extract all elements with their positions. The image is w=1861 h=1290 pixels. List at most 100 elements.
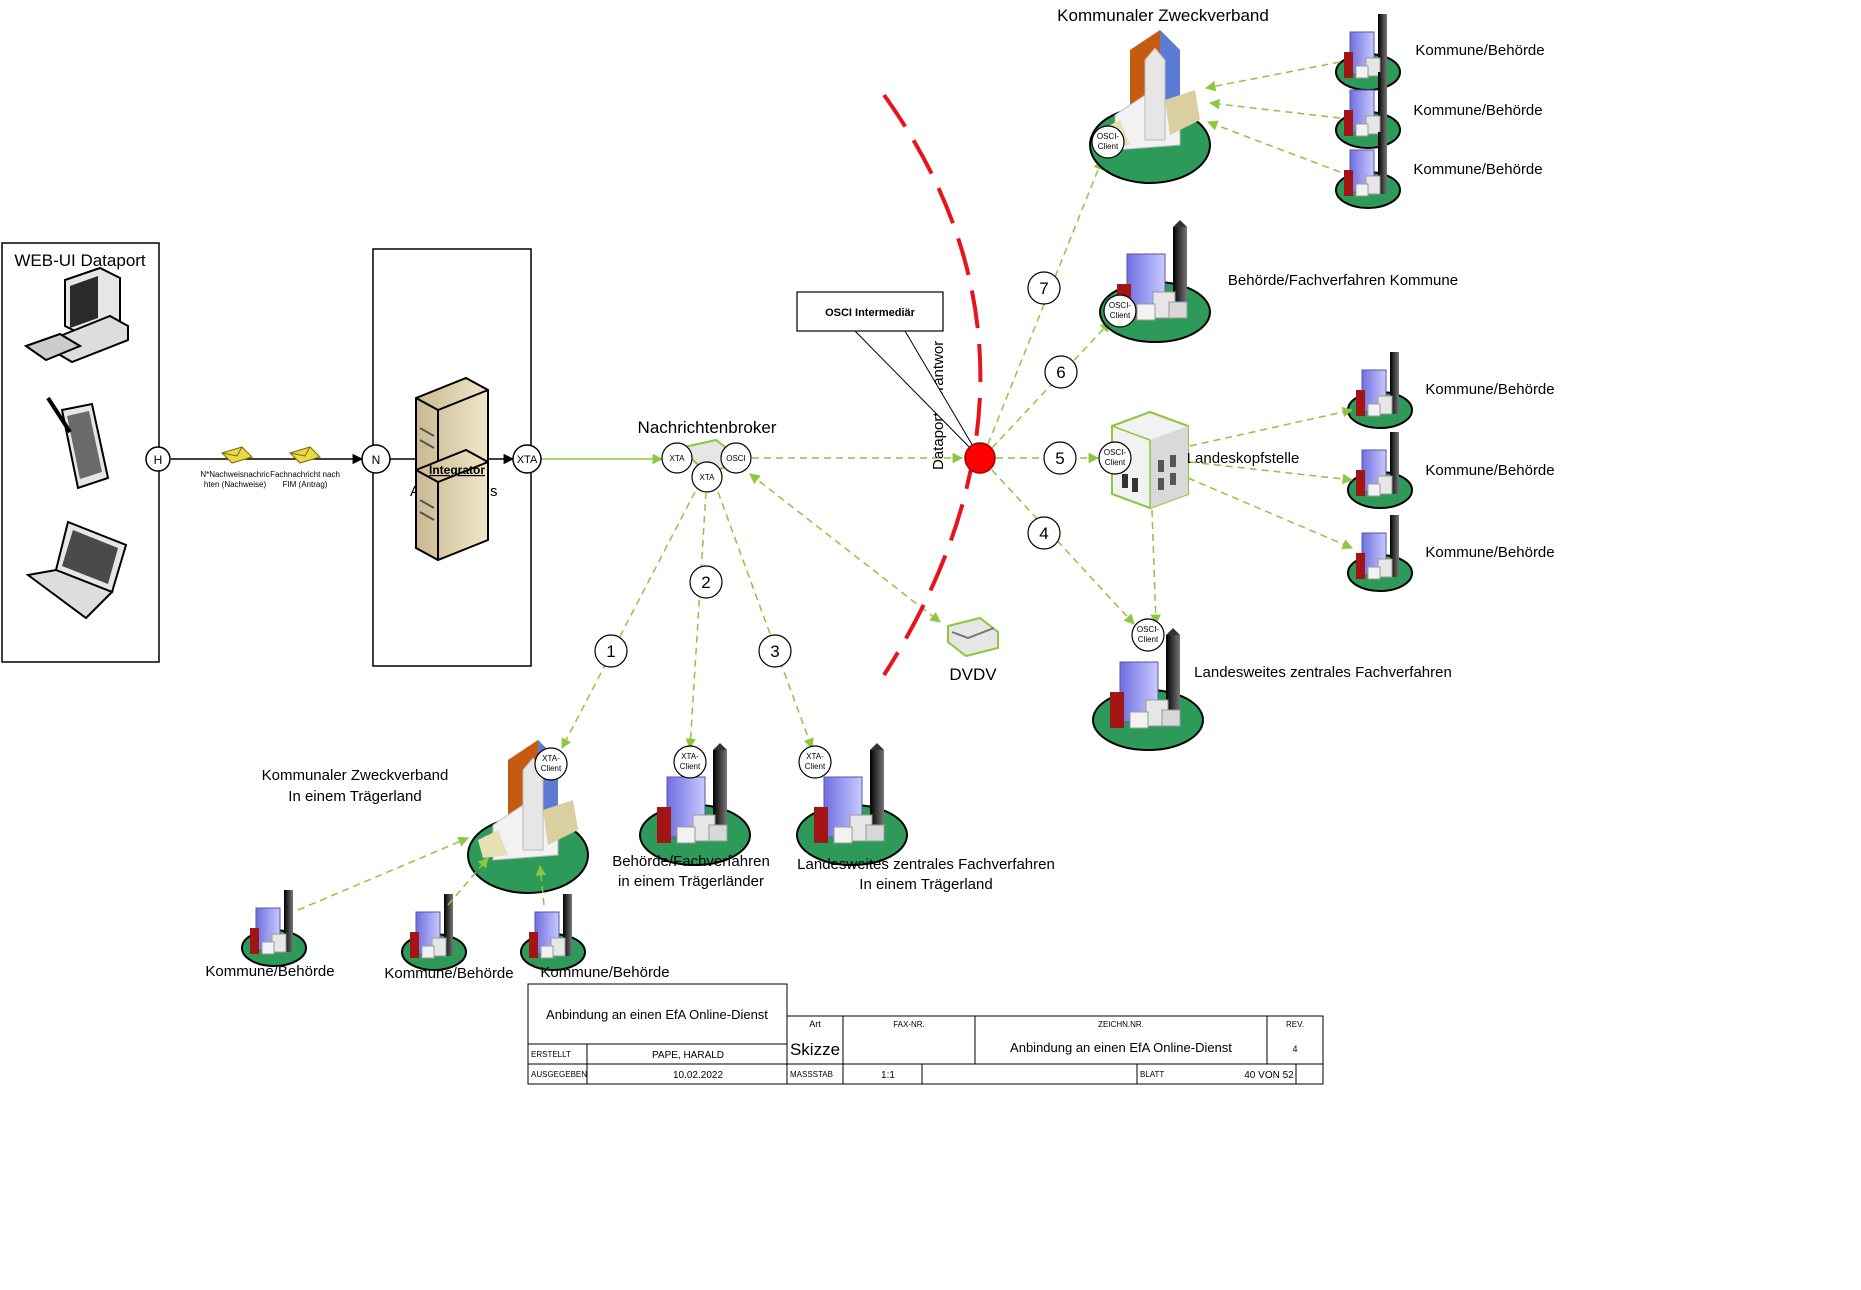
title-block-massstab-value: 1:1 bbox=[881, 1070, 895, 1081]
broker-title: Nachrichtenbroker bbox=[638, 418, 777, 437]
number-badge-3: 3 bbox=[758, 634, 792, 668]
link-bottom-kommune-1 bbox=[297, 836, 469, 911]
bottom-zweckverband-line1: Kommunaler Zweckverband bbox=[262, 767, 449, 784]
landeskopfstelle-building-icon bbox=[1111, 410, 1189, 510]
office-building-icon bbox=[1347, 431, 1413, 509]
svg-text:XTA-: XTA- bbox=[806, 752, 824, 761]
title-block-zeich-label: ZEICHN.NR. bbox=[1098, 1020, 1144, 1029]
svg-text:XTA-: XTA- bbox=[542, 754, 560, 763]
osci-client-badge: OSCI- Client bbox=[1103, 294, 1137, 328]
title-block-fax-label: FAX-NR. bbox=[893, 1020, 925, 1029]
svg-text:OSCI-: OSCI- bbox=[1109, 301, 1132, 310]
envelope-icon bbox=[289, 446, 321, 464]
connector-xta-label: XTA bbox=[517, 454, 538, 466]
link-broker-dvdv bbox=[749, 473, 941, 623]
message-2-line2: FIM (Antrag) bbox=[283, 480, 328, 489]
fachverfahren-kommune-label: Behörde/Fachverfahren Kommune bbox=[1228, 272, 1458, 289]
title-block-zeich-value: Anbindung an einen EfA Online-Dienst bbox=[1010, 1040, 1232, 1055]
link-kommune-3 bbox=[1207, 120, 1341, 173]
kommune-4-label: Kommune/Behörde bbox=[1425, 381, 1554, 398]
broker-port-xta-2-label: XTA bbox=[700, 473, 716, 482]
kommune-2-label: Kommune/Behörde bbox=[1413, 102, 1542, 119]
title-block-blatt-label: BLATT bbox=[1140, 1070, 1164, 1079]
kommune-1-label: Kommune/Behörde bbox=[1415, 42, 1544, 59]
svg-text:Client: Client bbox=[541, 764, 562, 773]
svg-text:OSCI-: OSCI- bbox=[1097, 132, 1120, 141]
svg-text:7: 7 bbox=[1039, 279, 1048, 298]
dataport-boundary-line bbox=[882, 93, 983, 677]
landeskopfstelle-label: Landeskopfstelle bbox=[1187, 450, 1300, 467]
office-building-icon bbox=[1347, 351, 1413, 429]
office-building-icon bbox=[1347, 514, 1413, 592]
callout-pointer bbox=[854, 330, 981, 459]
broker-port-xta-label: XTA bbox=[670, 454, 686, 463]
connector-xta bbox=[512, 444, 542, 474]
link-bottom-kommune-2 bbox=[447, 857, 489, 906]
title-block bbox=[527, 983, 1324, 1085]
bottom-landesweit-line1: Landesweites zentrales Fachverfahren bbox=[797, 856, 1055, 873]
connector-h-label: H bbox=[154, 453, 163, 467]
number-badge-1: 1 bbox=[594, 634, 628, 668]
osci-client-badge: OSCI- Client bbox=[1098, 441, 1132, 475]
bottom-fachverfahren-line1: Behörde/Fachverfahren bbox=[612, 853, 770, 870]
church-icon bbox=[1089, 29, 1211, 184]
message-2-line1: Fachnachricht nach bbox=[270, 470, 340, 479]
svg-text:Client: Client bbox=[1110, 311, 1131, 320]
kommune-5-label: Kommune/Behörde bbox=[1425, 462, 1554, 479]
svg-text:2: 2 bbox=[701, 573, 710, 592]
svg-text:1: 1 bbox=[606, 642, 615, 661]
title-block-erstellt-label: ERSTELLT bbox=[531, 1050, 571, 1059]
xta-client-badge: XTA- Client bbox=[534, 747, 568, 781]
bottom-zweckverband-line2: In einem Trägerland bbox=[288, 788, 421, 805]
office-building-icon bbox=[520, 893, 586, 971]
number-badge-5: 5 bbox=[1043, 441, 1077, 475]
dvdv-label: DVDV bbox=[949, 665, 997, 684]
landesweit-label: Landesweites zentrales Fachverfahren bbox=[1194, 664, 1452, 681]
svg-text:Client: Client bbox=[1098, 142, 1119, 151]
title-block-art-value: Skizze bbox=[790, 1040, 840, 1059]
link-kommune-1 bbox=[1204, 61, 1341, 92]
office-building-icon bbox=[401, 893, 467, 971]
svg-text:3: 3 bbox=[770, 642, 779, 661]
link-2 bbox=[685, 491, 707, 750]
xta-client-badge: XTA- Client bbox=[673, 745, 707, 779]
svg-text:4: 4 bbox=[1039, 524, 1048, 543]
web-ui-title: WEB-UI Dataport bbox=[14, 251, 146, 270]
number-badge-7: 7 bbox=[1027, 271, 1061, 305]
title-block-erstellt-value: PAPE, HARALD bbox=[652, 1050, 724, 1061]
bottom-kommune-3-label: Kommune/Behörde bbox=[540, 964, 669, 981]
laptop-icon bbox=[25, 520, 128, 620]
title-block-blatt-value: 40 VON 52 bbox=[1244, 1070, 1294, 1081]
broker-port-xta bbox=[661, 442, 693, 474]
bottom-kommune-2-label: Kommune/Behörde bbox=[384, 965, 513, 982]
broker-port-osci bbox=[720, 442, 752, 474]
link-4 bbox=[991, 469, 1135, 625]
link-3 bbox=[717, 491, 814, 749]
osci-client-badge: OSCI- Client bbox=[1091, 125, 1125, 159]
svg-text:Client: Client bbox=[805, 762, 826, 771]
connector-h bbox=[145, 446, 171, 472]
church-icon bbox=[467, 739, 589, 894]
link-7 bbox=[987, 159, 1104, 445]
title-block-massstab-label: MASSSTAB bbox=[790, 1070, 833, 1079]
bottom-fachverfahren-line2: in einem Trägerländer bbox=[618, 873, 764, 890]
svg-text:XTA-: XTA- bbox=[681, 752, 699, 761]
number-badge-2: 2 bbox=[689, 565, 723, 599]
kommune-6-label: Kommune/Behörde bbox=[1425, 544, 1554, 561]
message-1-line2: hten (Nachweise) bbox=[204, 480, 267, 489]
zweckverband-label: Kommunaler Zweckverband bbox=[1057, 6, 1269, 25]
connector-n bbox=[361, 444, 391, 474]
title-block-art-label: Art bbox=[809, 1019, 821, 1029]
kommune-3-label: Kommune/Behörde bbox=[1413, 161, 1542, 178]
osci-intermediary-label: OSCI Intermediär bbox=[825, 307, 916, 319]
link-kommune-6 bbox=[1187, 477, 1353, 550]
desktop-computer-icon bbox=[23, 266, 129, 364]
link-1 bbox=[561, 491, 696, 749]
office-building-icon bbox=[241, 889, 307, 967]
bottom-landesweit-line2: In einem Trägerland bbox=[859, 876, 992, 893]
svg-text:Client: Client bbox=[1138, 635, 1159, 644]
link-landeskopfstelle-landesweit bbox=[1150, 509, 1161, 626]
tablet-icon bbox=[46, 396, 110, 490]
osci-intermediary-node bbox=[964, 442, 996, 474]
